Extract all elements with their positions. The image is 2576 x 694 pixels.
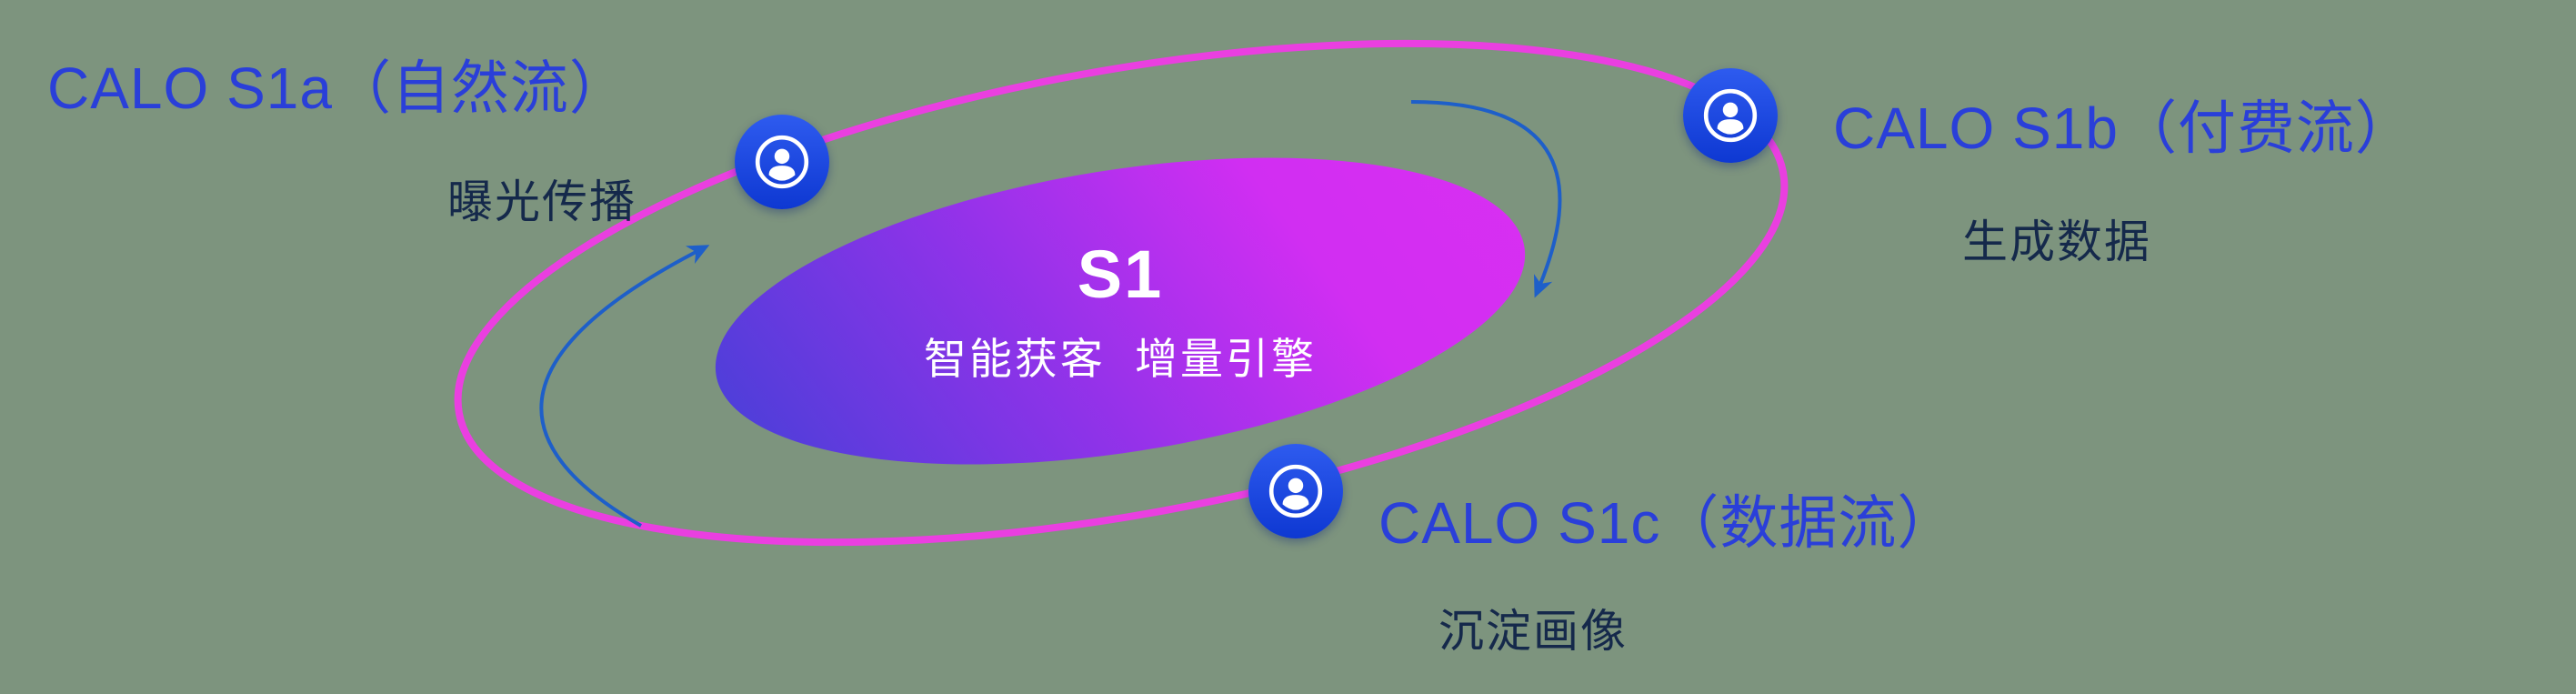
user-icon	[755, 135, 809, 189]
label-s1a: CALO S1a（自然流）	[47, 55, 628, 121]
user-icon	[1268, 464, 1323, 518]
label-s1c: CALO S1c（数据流）	[1378, 490, 1957, 556]
center-subtitle: 智能获客 增量引擎	[923, 335, 1318, 383]
sublabel-s1c: 沉淀画像	[1438, 606, 1628, 657]
user-icon	[1703, 88, 1758, 143]
label-s1b: CALO S1b（付费流）	[1833, 96, 2414, 161]
node-s1c	[1248, 444, 1343, 538]
center-text-group: S1 智能获客 增量引擎	[711, 170, 1529, 452]
sublabel-s1b: 生成数据	[1962, 216, 2151, 267]
arrow-left-up	[539, 245, 710, 528]
center-title: S1	[1077, 236, 1164, 312]
node-s1b	[1683, 68, 1778, 163]
node-s1a	[735, 115, 829, 209]
sublabel-s1a: 曝光传播	[447, 176, 636, 227]
